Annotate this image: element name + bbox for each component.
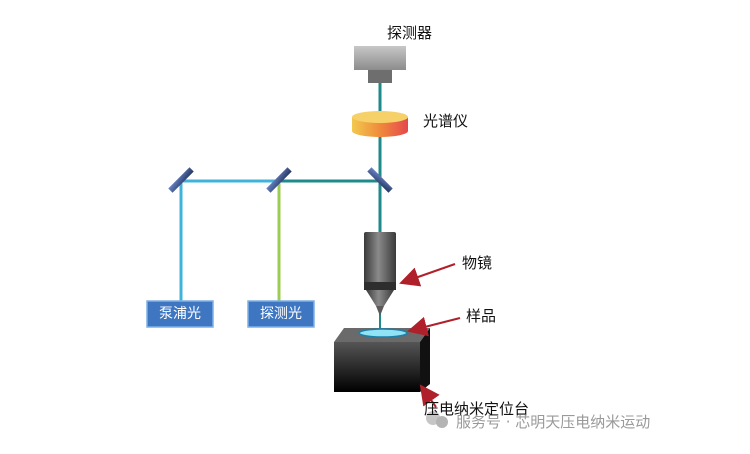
stage-label: 压电纳米定位台 xyxy=(424,400,530,418)
sample-pointer-arrow xyxy=(407,316,461,337)
spectrometer-label: 光谱仪 xyxy=(423,112,469,130)
objective-pointer-arrow xyxy=(399,263,456,287)
detector-label: 探测器 xyxy=(387,24,433,42)
sample-label: 样品 xyxy=(466,307,497,325)
objective-lens-icon xyxy=(364,232,396,316)
probe-light-box xyxy=(247,300,315,328)
pump-light-label: 泵浦光 xyxy=(159,306,201,322)
detector-icon xyxy=(354,46,406,83)
watermark-logo-icon xyxy=(426,411,448,428)
objective-label: 物镜 xyxy=(462,254,493,272)
probe-light-label: 探测光 xyxy=(260,306,302,322)
spectrometer-icon xyxy=(352,111,408,137)
watermark-text: 服务号 · 芯明天压电纳米运动 xyxy=(456,413,651,431)
sample-icon xyxy=(358,328,408,338)
mirror-pump xyxy=(168,167,194,193)
mirror-probe xyxy=(266,167,292,193)
stage-pointer-arrow xyxy=(419,384,440,408)
pump-light-box xyxy=(146,300,214,328)
mirror-main xyxy=(367,167,393,193)
